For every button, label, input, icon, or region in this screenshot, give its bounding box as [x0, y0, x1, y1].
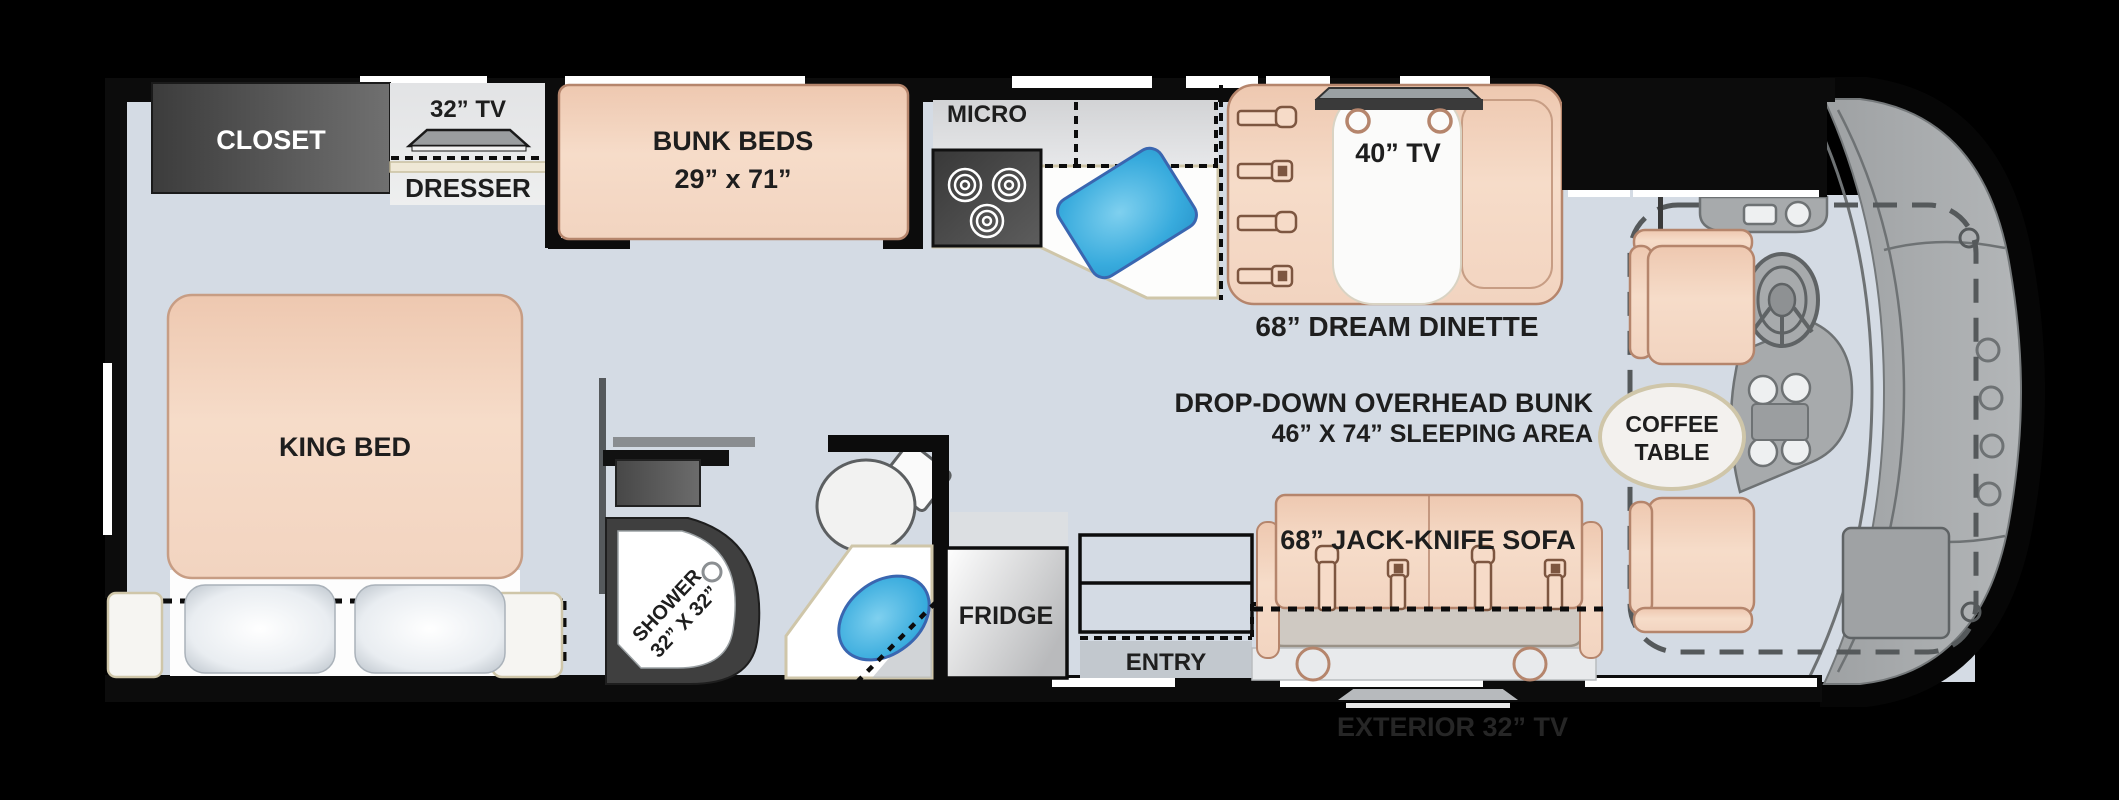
bathroom: SHOWER 32” X 32” — [599, 378, 952, 685]
overhead-console — [1698, 195, 1829, 234]
dinette-table — [1332, 91, 1462, 305]
window — [1585, 678, 1817, 687]
exterior-tv-icon — [1331, 687, 1525, 702]
coffee-table: COFFEE TABLE — [1598, 383, 1746, 491]
cupholder-icon — [1427, 108, 1453, 134]
speaker-icon — [1960, 601, 1982, 623]
cupholder-icon — [1747, 374, 1779, 406]
stove-icon — [931, 148, 1043, 248]
door-swing-dashed — [855, 594, 944, 684]
slide-marker — [1633, 190, 1819, 197]
bunk-beds: BUNK BEDS 29” x 71” — [545, 80, 923, 249]
slide-marker — [1568, 190, 1630, 197]
vanity-shelf — [613, 437, 755, 447]
coffee-table-line2: TABLE — [1635, 439, 1710, 465]
kitchen-sink-icon — [1056, 146, 1198, 280]
windshield-line — [1804, 98, 1874, 685]
dresser-top — [389, 161, 547, 173]
leg-icon — [1512, 646, 1548, 682]
kitchen: MICRO — [931, 100, 1220, 300]
pillow — [184, 584, 336, 674]
window — [103, 363, 112, 535]
king-bed — [166, 293, 524, 580]
cupholder-icon — [1345, 108, 1371, 134]
entry-label: ENTRY — [1126, 649, 1206, 676]
window — [1280, 678, 1483, 687]
king-bed-area: KING BED — [106, 293, 567, 679]
bath-wall — [828, 435, 949, 452]
seatbelt-icons — [1236, 105, 1298, 288]
dinette: 40” TV 68” DREAM DINETTE — [1219, 80, 1635, 342]
leg-icon — [1295, 646, 1331, 682]
cupholder-icon — [1747, 436, 1779, 468]
sofa-bed-extension — [1256, 609, 1604, 651]
closet: CLOSET — [151, 82, 391, 194]
monitor-icon — [1742, 203, 1778, 226]
windows — [103, 76, 1819, 687]
center-console — [1729, 320, 1854, 494]
bunk-beds-size: 29” x 71” — [674, 164, 791, 194]
window — [1186, 76, 1258, 88]
sofa-base — [1251, 647, 1597, 681]
engine-cover — [1841, 526, 1951, 640]
dash-top-line — [1883, 240, 2006, 252]
dinette-side-wall — [1562, 80, 1635, 190]
window — [1012, 76, 1152, 88]
partition-wall — [599, 378, 606, 594]
closet-label: CLOSET — [216, 125, 326, 155]
entry: ENTRY — [1078, 533, 1281, 678]
overhead-bunk-note: DROP-DOWN OVERHEAD BUNK 46” X 74” SLEEPI… — [1175, 388, 1594, 448]
overhead-bunk-line1: DROP-DOWN OVERHEAD BUNK — [1175, 388, 1594, 418]
exterior-tv-base — [1346, 703, 1510, 708]
seatbelt-icons — [1314, 544, 1567, 612]
overhead-bunk-line2: 46” X 74” SLEEPING AREA — [1272, 420, 1593, 448]
tv-40-icon — [1314, 87, 1483, 110]
dresser-label: DRESSER — [405, 173, 531, 203]
cab-top-wall — [1635, 78, 1827, 197]
driver-seat — [1628, 228, 1756, 366]
coffee-table-line1: COFFEE — [1625, 411, 1718, 437]
armrest — [1579, 521, 1603, 659]
sofa: 68” JACK-KNIFE SOFA — [1251, 493, 1604, 682]
bath-sink-icon — [837, 574, 931, 662]
bedroom-tv-dresser: 32” TV DRESSER — [389, 83, 547, 205]
steering-wheel-icon — [1744, 252, 1820, 348]
window — [1052, 678, 1175, 687]
bath-cabinet — [615, 459, 701, 507]
front-cap-outline — [1820, 77, 2046, 707]
console-tray — [1751, 403, 1809, 441]
sofa-label: 68” JACK-KNIFE SOFA — [1280, 525, 1576, 555]
king-bed-label: KING BED — [279, 432, 411, 462]
fridge-label: FRIDGE — [959, 602, 1053, 630]
cab-area — [1627, 77, 2046, 707]
fridge: FRIDGE — [944, 512, 1069, 680]
speaker-icon — [1958, 227, 1980, 249]
tv-40-label: 40” TV — [1355, 138, 1441, 168]
entry-floor — [1080, 641, 1252, 678]
nightstand — [106, 591, 164, 679]
tv-32-label: 32” TV — [430, 96, 506, 123]
tv-32-icon — [405, 128, 532, 152]
exterior-tv: EXTERIOR 32” TV — [1331, 687, 1568, 742]
mirror-icon — [1784, 200, 1812, 228]
pillow — [354, 584, 506, 674]
exterior-tv-label: EXTERIOR 32” TV — [1337, 712, 1568, 742]
dinette-label: 68” DREAM DINETTE — [1255, 311, 1538, 342]
cupholder-icon — [1780, 372, 1812, 404]
shower: SHOWER 32” X 32” — [605, 517, 761, 685]
bunk-beds-label: BUNK BEDS — [653, 126, 814, 156]
front-cap-vent-circles — [1975, 337, 2005, 507]
slide-edge-line — [1658, 197, 1663, 235]
passenger-seat — [1628, 496, 1756, 634]
drain-icon — [701, 561, 723, 583]
micro-label: MICRO — [947, 101, 1027, 128]
